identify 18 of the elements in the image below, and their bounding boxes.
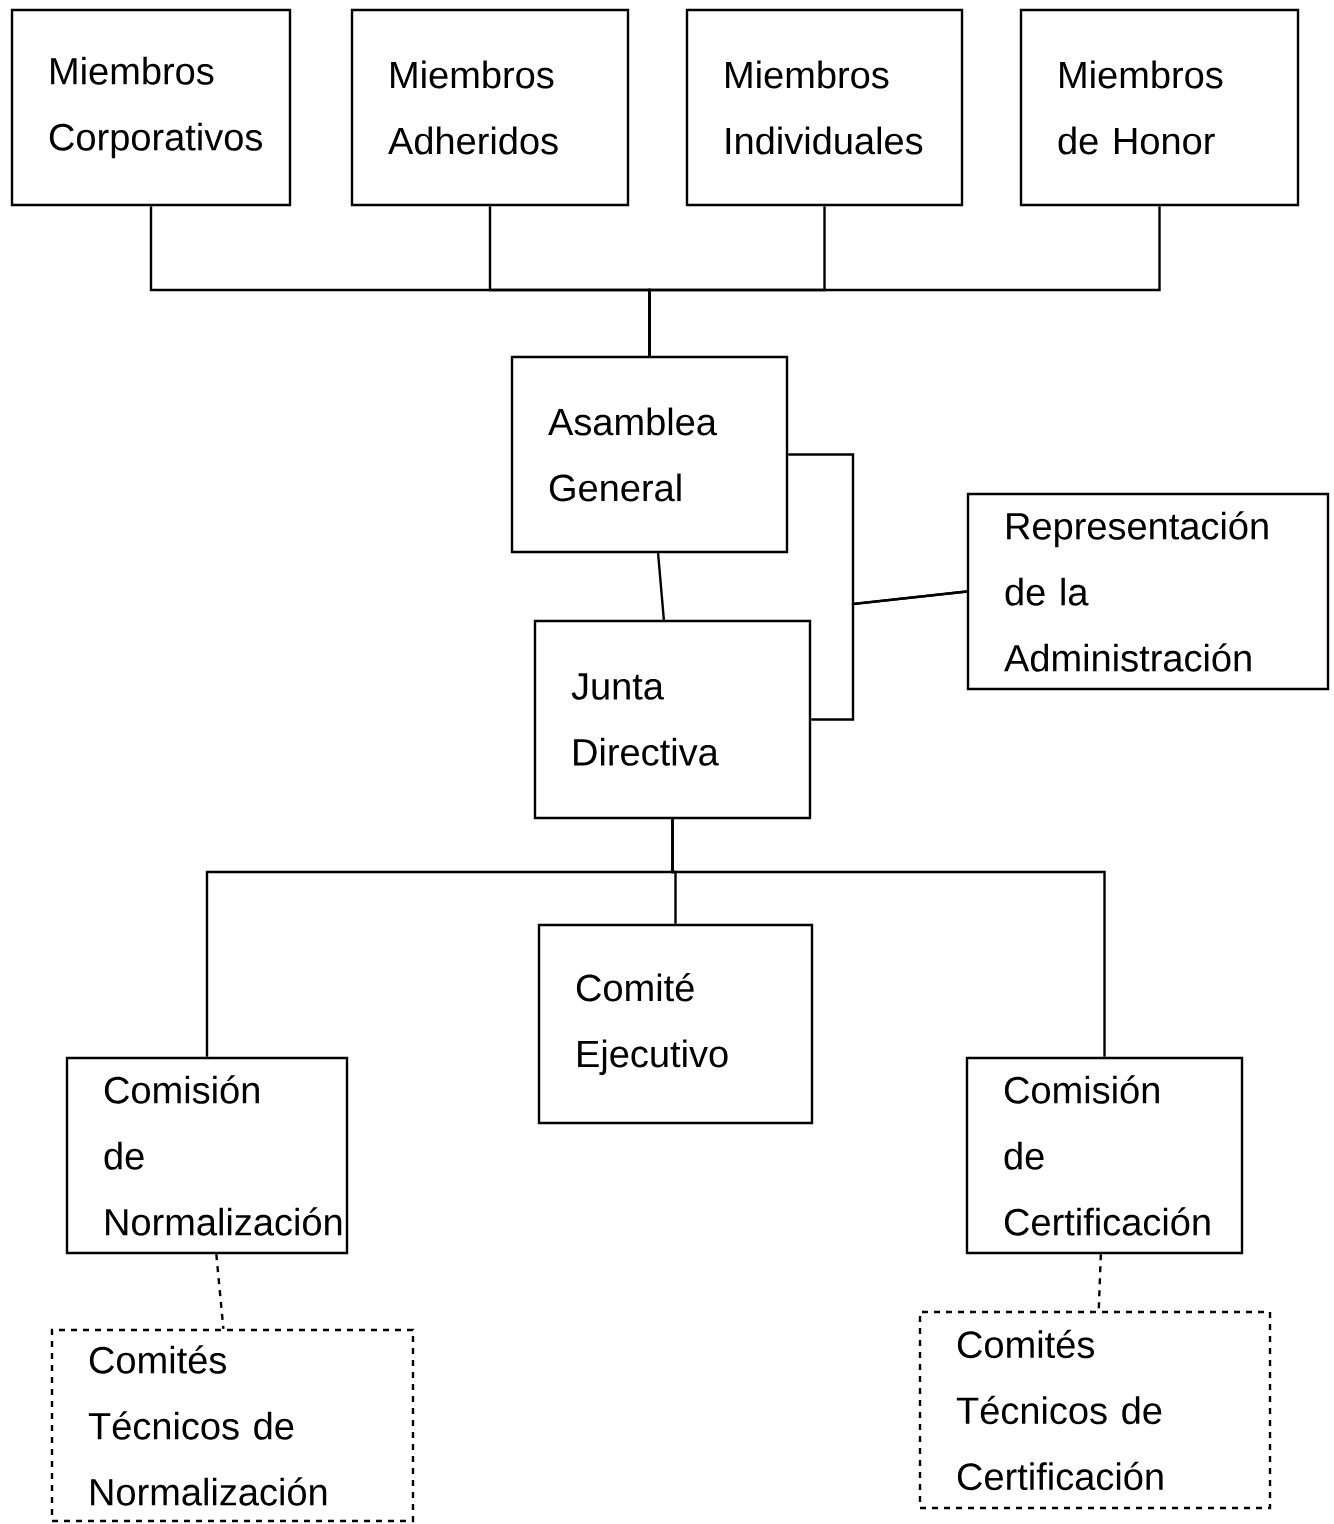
org-box: Miembros Individuales [685, 8, 964, 207]
org-box: Asamblea General [510, 355, 789, 554]
connector-line [811, 590, 967, 721]
org-box: Junta Directiva [533, 619, 812, 820]
org-box: Representación de la Administración [966, 492, 1330, 691]
org-box: Miembros Adheridos [350, 8, 630, 207]
connector-line [656, 553, 666, 620]
org-box: Comités Técnicos de Certificación [918, 1310, 1272, 1510]
connector-line [215, 1254, 225, 1329]
org-box: Comités Técnicos de Normalización [50, 1328, 415, 1523]
connector-line [671, 819, 1106, 1057]
connector-line [648, 206, 1161, 356]
org-box: Comité Ejecutivo [537, 923, 814, 1125]
org-box: Comisión de Certificación [965, 1056, 1244, 1255]
org-box: Miembros Corporativos [10, 8, 292, 207]
connector-line [1097, 1254, 1103, 1311]
org-box: Miembros de Honor [1019, 8, 1300, 207]
org-box: Comisión de Normalización [65, 1056, 349, 1255]
